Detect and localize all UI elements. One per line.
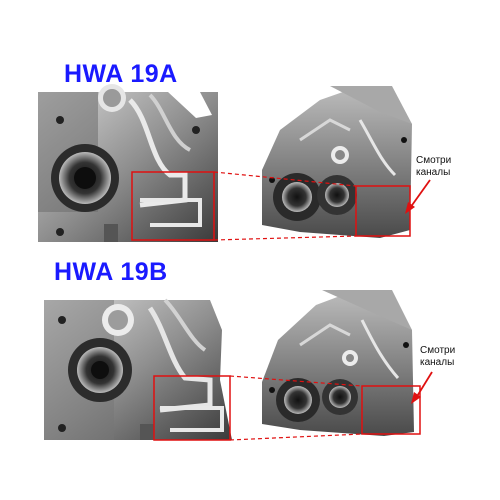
arrow-19a	[409, 179, 431, 209]
highlight-box-housing-19b	[361, 385, 421, 435]
connector-line-bottom-19b	[229, 433, 363, 441]
connector-line-top-19b	[229, 375, 363, 387]
highlight-box-closeup-19b	[153, 375, 231, 441]
title-hwa-19a: HWA 19A	[64, 60, 178, 88]
arrowhead-19a-icon	[405, 202, 415, 214]
arrow-19b	[415, 371, 433, 399]
arrowhead-19b-icon	[411, 392, 421, 404]
highlight-box-closeup-19a	[131, 171, 215, 241]
note-19a-line2: каналы	[416, 167, 451, 178]
note-19b: Смотри каналы	[420, 345, 455, 369]
note-19b-line2: каналы	[420, 357, 455, 368]
connector-line-bottom-19a	[213, 235, 357, 241]
title-hwa-19b: HWA 19B	[54, 258, 168, 286]
closeup-photo-19a	[38, 84, 218, 242]
note-19b-line1: Смотри	[420, 345, 456, 356]
closeup-photo-19b	[44, 298, 232, 440]
housing-photo-19a	[262, 86, 412, 238]
note-19a-line1: Смотри	[416, 155, 452, 166]
note-19a: Смотри каналы	[416, 155, 451, 179]
housing-photo-19b	[262, 290, 414, 436]
connector-line-top-19a	[213, 171, 357, 187]
highlight-box-housing-19a	[355, 185, 411, 237]
